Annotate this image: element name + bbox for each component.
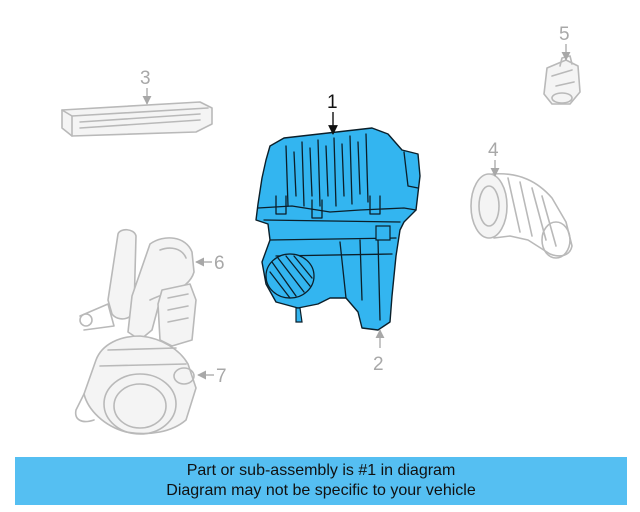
part-3-filter-element[interactable] xyxy=(61,101,213,137)
callout-4: 4 xyxy=(488,140,499,161)
info-banner: Part or sub-assembly is #1 in diagram Di… xyxy=(15,457,627,505)
part-7-elbow[interactable] xyxy=(74,335,197,435)
part-4-intake-duct[interactable] xyxy=(470,172,573,259)
callout-6: 6 xyxy=(214,253,225,274)
callout-3: 3 xyxy=(140,68,151,89)
part-6-resonator[interactable] xyxy=(79,228,197,347)
callout-7: 7 xyxy=(216,366,227,387)
banner-line-part-number: Part or sub-assembly is #1 in diagram xyxy=(186,462,456,479)
part-5-fitting[interactable] xyxy=(543,55,581,105)
banner-line-disclaimer: Diagram may not be specific to your vehi… xyxy=(166,482,476,499)
part-1-air-cleaner-housing[interactable] xyxy=(255,127,421,331)
callout-5: 5 xyxy=(559,24,570,45)
callout-1: 1 xyxy=(327,92,338,113)
callout-2: 2 xyxy=(373,354,384,375)
parts-diagram: 3 5 4 6 7 xyxy=(61,24,581,435)
